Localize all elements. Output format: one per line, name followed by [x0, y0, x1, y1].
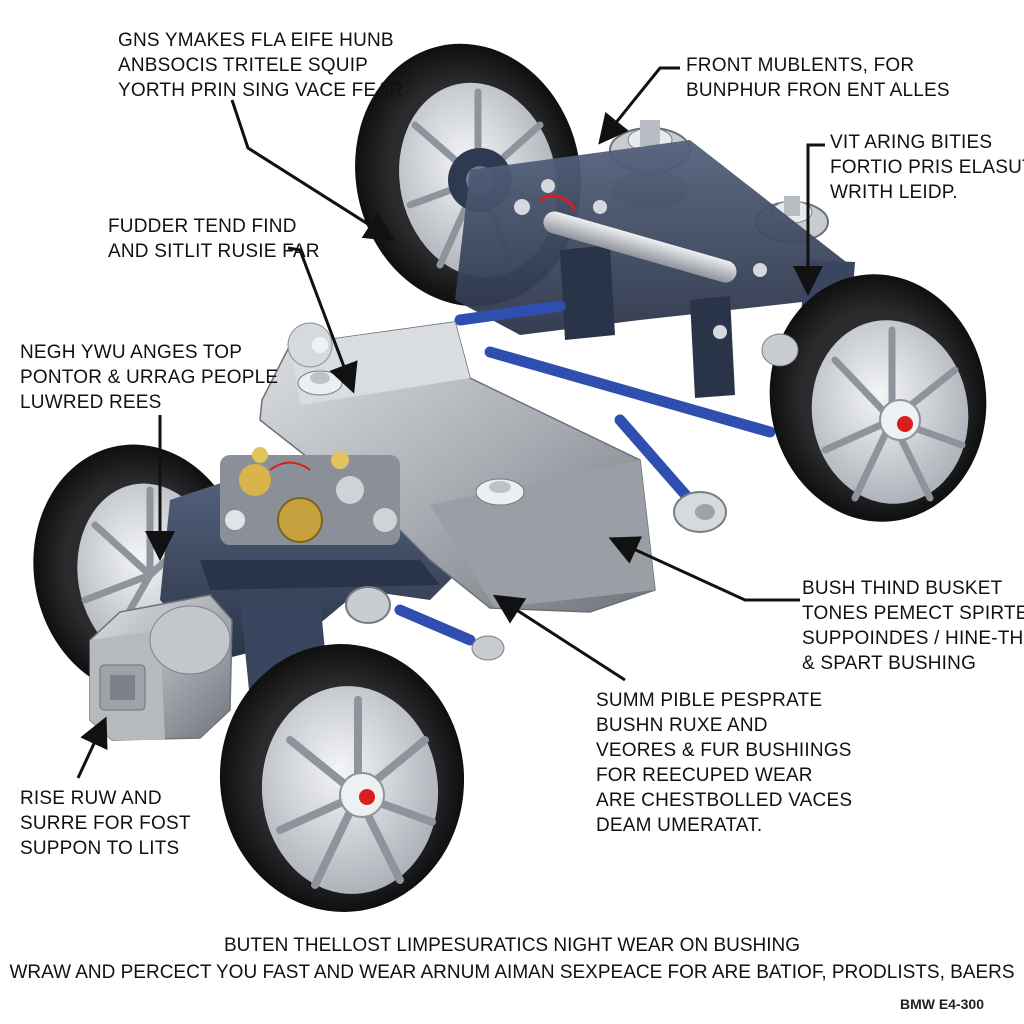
callout-line: RISE RUW AND	[20, 788, 162, 809]
callout-line: FRONT MUBLENTS, FOR	[686, 55, 915, 76]
bushing-parts	[345, 333, 799, 661]
callout-line: DEAM UMERATAT.	[596, 815, 763, 836]
callout-line: & SPART BUSHING	[802, 653, 977, 674]
callout-line: SURRE FOR FOST	[20, 813, 191, 834]
mechanism-cluster	[220, 447, 400, 545]
footer-caption: BUTEN THELLOST LIMPESURATICS NIGHT WEAR …	[0, 932, 1024, 986]
callout-line: BUSH THIND BUSKET	[802, 578, 1003, 599]
footer-line-1: BUTEN THELLOST LIMPESURATICS NIGHT WEAR …	[223, 935, 801, 956]
callout-left-low: RISE RUW AND SURRE FOR FOST SUPPON TO LI…	[20, 786, 191, 861]
callout-line: PONTOR & URRAG PEOPLE	[20, 367, 279, 388]
callout-line: FOR REECUPED WEAR	[596, 765, 813, 786]
leader-lines	[76, 66, 825, 779]
callout-right-mid: VIT ARING BITIES FORTIO PRIS ELASUTE WRI…	[830, 130, 1024, 205]
callout-top-left: GNS YMAKES FLA EIFE HUNB ANBSOCIS TRITEL…	[118, 28, 403, 103]
callout-line: FUDDER TEND FIND	[108, 216, 297, 237]
callout-line: GNS YMAKES FLA EIFE HUNB	[118, 30, 394, 51]
callout-line: SUMM PIBLE PESPRATE	[596, 690, 823, 711]
callout-top-right: FRONT MUBLENTS, FOR BUNPHUR FRON ENT ALL…	[686, 53, 950, 103]
callout-line: VEORES & FUR BUSHIINGS	[596, 740, 852, 761]
callout-right-low: BUSH THIND BUSKET TONES PEMECT SPIRTE SU…	[802, 576, 1024, 676]
callout-line: BUNPHUR FRON ENT ALLES	[686, 80, 950, 101]
callout-line: WRITH LEIDP.	[830, 182, 958, 203]
callout-line: SUPPOINDES / HINE-THOR	[802, 628, 1024, 649]
footer-line-2: WRAW AND PERCECT YOU FAST AND WEAR ARNUM…	[9, 962, 1015, 983]
callout-line: ARE CHESTBOLLED VACES	[596, 790, 853, 811]
gearbox	[89, 594, 233, 741]
callout-line: LUWRED REES	[20, 392, 162, 413]
callout-line: BUSHN RUXE AND	[596, 715, 768, 736]
callout-left-upper: FUDDER TEND FIND AND SITLIT RUSIE FAR	[108, 214, 320, 264]
callout-line: VIT ARING BITIES	[830, 132, 993, 153]
callout-line: YORTH PRIN SING VACE FEAR	[118, 80, 404, 101]
callout-line: SUPPON TO LITS	[20, 838, 180, 859]
callout-left-mid: NEGH YWU ANGES TOP PONTOR & URRAG PEOPLE…	[20, 340, 278, 415]
callout-line: ANBSOCIS TRITELE SQUIP	[118, 55, 369, 76]
callout-line: NEGH YWU ANGES TOP	[20, 342, 243, 363]
callout-line: FORTIO PRIS ELASUTE	[830, 157, 1024, 178]
wheel-front-bottom	[219, 644, 465, 912]
callout-line: TONES PEMECT SPIRTE	[802, 603, 1024, 624]
model-badge: BMW E4-300	[899, 996, 984, 1012]
tie-rods	[394, 300, 776, 646]
wheel-front-right	[769, 274, 987, 522]
rear-subframe	[455, 140, 855, 398]
callout-line: AND SITLIT RUSIE FAR	[108, 241, 320, 262]
callout-center-low: SUMM PIBLE PESPRATE BUSHN RUXE AND VEORE…	[596, 688, 852, 838]
